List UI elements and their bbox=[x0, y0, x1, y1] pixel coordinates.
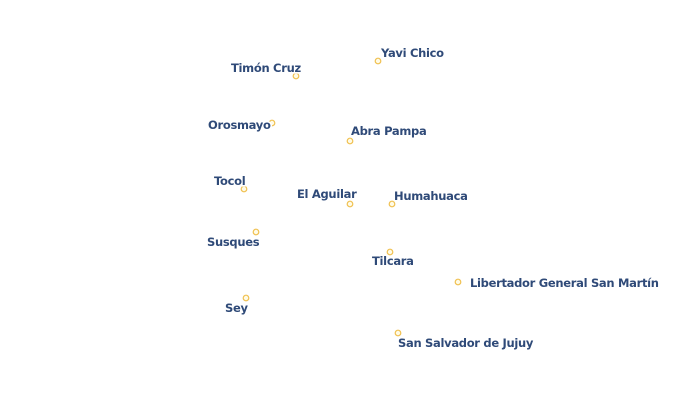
place-marker-icon[interactable] bbox=[240, 185, 248, 193]
place-marker-icon[interactable] bbox=[268, 119, 276, 127]
place-label: Libertador General San Martín bbox=[470, 276, 659, 290]
place-marker-icon[interactable] bbox=[242, 294, 250, 302]
place-label: Abra Pampa bbox=[351, 124, 426, 138]
place-abra-pampa[interactable]: Abra Pampa bbox=[346, 122, 428, 145]
place-marker-icon[interactable] bbox=[252, 228, 260, 236]
place-label: Humahuaca bbox=[394, 189, 468, 203]
place-marker-icon[interactable] bbox=[346, 200, 354, 208]
place-yavi-chico[interactable]: Yavi Chico bbox=[374, 44, 446, 65]
place-label: Sey bbox=[225, 301, 248, 315]
place-marker-icon[interactable] bbox=[346, 137, 354, 145]
place-timon-cruz[interactable]: Timón Cruz bbox=[229, 59, 303, 80]
place-sey[interactable]: Sey bbox=[223, 294, 250, 317]
place-san-salvador-de-jujuy[interactable]: San Salvador de Jujuy bbox=[394, 329, 536, 352]
place-label: El Aguilar bbox=[297, 187, 357, 201]
place-label: San Salvador de Jujuy bbox=[398, 336, 534, 350]
place-marker-icon[interactable] bbox=[388, 200, 396, 208]
place-label: Timón Cruz bbox=[231, 61, 301, 75]
place-marker-icon[interactable] bbox=[374, 57, 382, 65]
place-susques[interactable]: Susques bbox=[205, 228, 262, 251]
place-label: Susques bbox=[207, 235, 260, 249]
place-marker-icon[interactable] bbox=[386, 248, 394, 256]
place-marker-icon[interactable] bbox=[454, 278, 462, 286]
place-libertador-general-san-martin[interactable]: Libertador General San Martín bbox=[454, 274, 661, 292]
place-label: Tocol bbox=[214, 174, 245, 188]
place-label: Tilcara bbox=[372, 254, 414, 268]
place-label: Yavi Chico bbox=[380, 46, 444, 60]
place-marker-icon[interactable] bbox=[394, 329, 402, 337]
place-marker-icon[interactable] bbox=[292, 72, 300, 80]
place-tilcara[interactable]: Tilcara bbox=[370, 248, 416, 270]
place-el-aguilar[interactable]: El Aguilar bbox=[295, 185, 359, 208]
place-tocol[interactable]: Tocol bbox=[212, 172, 248, 193]
place-humahuaca[interactable]: Humahuaca bbox=[388, 187, 469, 208]
place-label: Orosmayo bbox=[208, 118, 271, 132]
place-orosmayo[interactable]: Orosmayo bbox=[206, 116, 276, 134]
